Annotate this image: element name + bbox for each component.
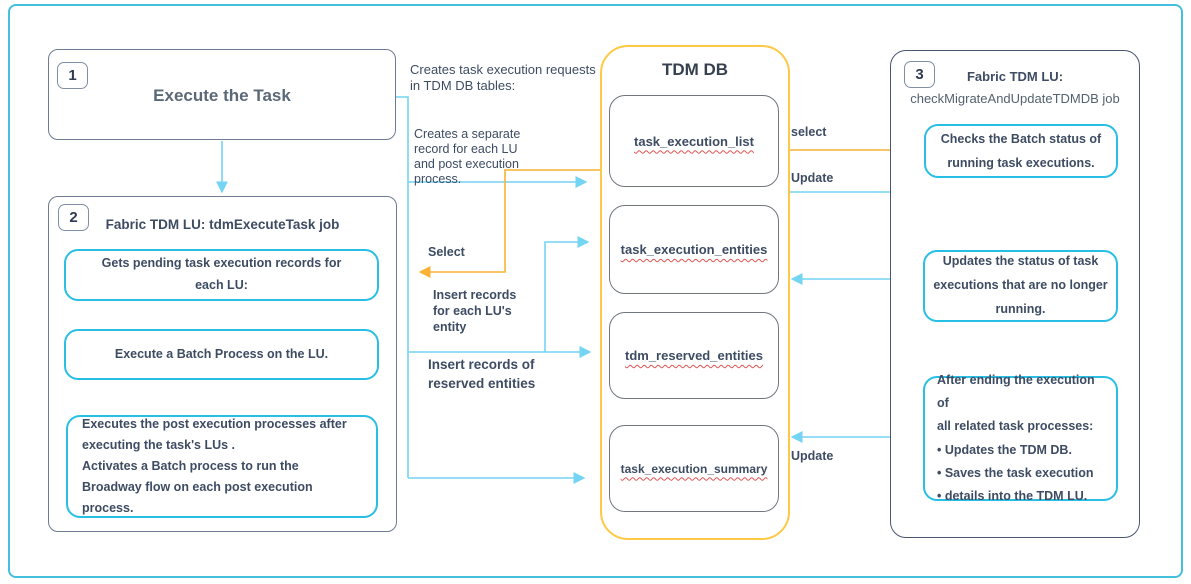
- table-task-execution-list: task_execution_list: [609, 95, 779, 187]
- label-update-bottom: Update: [791, 449, 834, 463]
- note-insert-reserved: Insert records of reserved entities: [428, 357, 536, 391]
- step3-box-updates: Updates the status of task executions th…: [923, 250, 1118, 322]
- step3-box-after-line1: After ending the execution of: [937, 373, 1095, 411]
- step3-container: 3 Fabric TDM LU: checkMigrateAndUpdateTD…: [890, 50, 1140, 538]
- step3-box-checks-text: Checks the Batch status of running task …: [940, 131, 1102, 170]
- tdmdb-container: TDM DB task_execution_list task_executio…: [600, 45, 790, 540]
- step2-badge-number: 2: [69, 209, 78, 226]
- step2-box-get-pending: Gets pending task execution records for …: [64, 249, 379, 301]
- step3-box-after-ending: After ending the execution of all relate…: [923, 373, 1118, 503]
- step3-box-updates-text: Updates the status of task executions th…: [933, 254, 1108, 316]
- step2-box-post-execution: Executes the post execution processes af…: [66, 415, 378, 518]
- label-select-right: select: [791, 125, 827, 139]
- step2-box-batch: Execute a Batch Process on the LU.: [64, 329, 379, 380]
- step2-container: 2 Fabric TDM LU: tdmExecuteTask job Gets…: [48, 196, 397, 532]
- table-task-execution-list-label: task_execution_list: [634, 133, 754, 149]
- step2-box-batch-text: Execute a Batch Process on the LU.: [114, 346, 329, 361]
- note-insert-lu: Insert records for each LU's entity: [433, 288, 517, 334]
- note-select: Select: [428, 245, 465, 259]
- step2-box-post-line2: executing the task's LUs .: [82, 438, 236, 452]
- step3-title: Fabric TDM LU:: [966, 69, 1064, 84]
- table-task-execution-entities: task_execution_entities: [609, 205, 779, 294]
- table-task-execution-summary-label: task_execution_summary: [620, 461, 768, 476]
- step2-title: Fabric TDM LU: tdmExecuteTask job: [105, 217, 340, 232]
- note-creates-requests: Creates task execution requests in TDM D…: [410, 62, 596, 93]
- table-tdm-reserved-entities: tdm_reserved_entities: [609, 312, 779, 399]
- step1-badge: 1: [57, 62, 88, 89]
- step3-box-checks: Checks the Batch status of running task …: [924, 124, 1118, 178]
- step3-badge-number: 3: [915, 66, 924, 83]
- table-task-execution-entities-label: task_execution_entities: [620, 242, 768, 257]
- step2-box-post-line4: Broadway flow on each post execution pro…: [82, 480, 313, 515]
- step1-badge-number: 1: [68, 67, 77, 84]
- step3-box-after-line5: • details into the TDM LU.: [937, 488, 1088, 503]
- label-update-top: Update: [791, 171, 834, 185]
- table-tdm-reserved-entities-label: tdm_reserved_entities: [624, 348, 763, 363]
- note-creates-record: Creates a separate record for each LU an…: [414, 127, 521, 186]
- table-task-execution-summary: task_execution_summary: [609, 425, 779, 512]
- step3-box-after-line2: all related task processes:: [937, 419, 1094, 434]
- outer-frame: [8, 4, 1183, 578]
- step2-box-get-pending-text: Gets pending task execution records for …: [101, 256, 342, 292]
- tdmdb-title: TDM DB: [661, 60, 729, 79]
- step2-badge: 2: [58, 204, 89, 231]
- step2-box-post-line1: Executes the post execution processes af…: [82, 417, 347, 431]
- step3-box-after-line4: • Saves the task execution: [937, 465, 1094, 480]
- step1-title: Execute the Task: [153, 86, 291, 105]
- step3-subtitle: checkMigrateAndUpdateTDMDB job: [910, 91, 1120, 106]
- step1-container: 1 Execute the Task: [48, 49, 396, 140]
- step3-badge: 3: [904, 61, 935, 88]
- step3-box-after-line3: • Updates the TDM DB.: [937, 442, 1072, 457]
- step2-box-post-line3: Activates a Batch process to run the: [82, 459, 299, 473]
